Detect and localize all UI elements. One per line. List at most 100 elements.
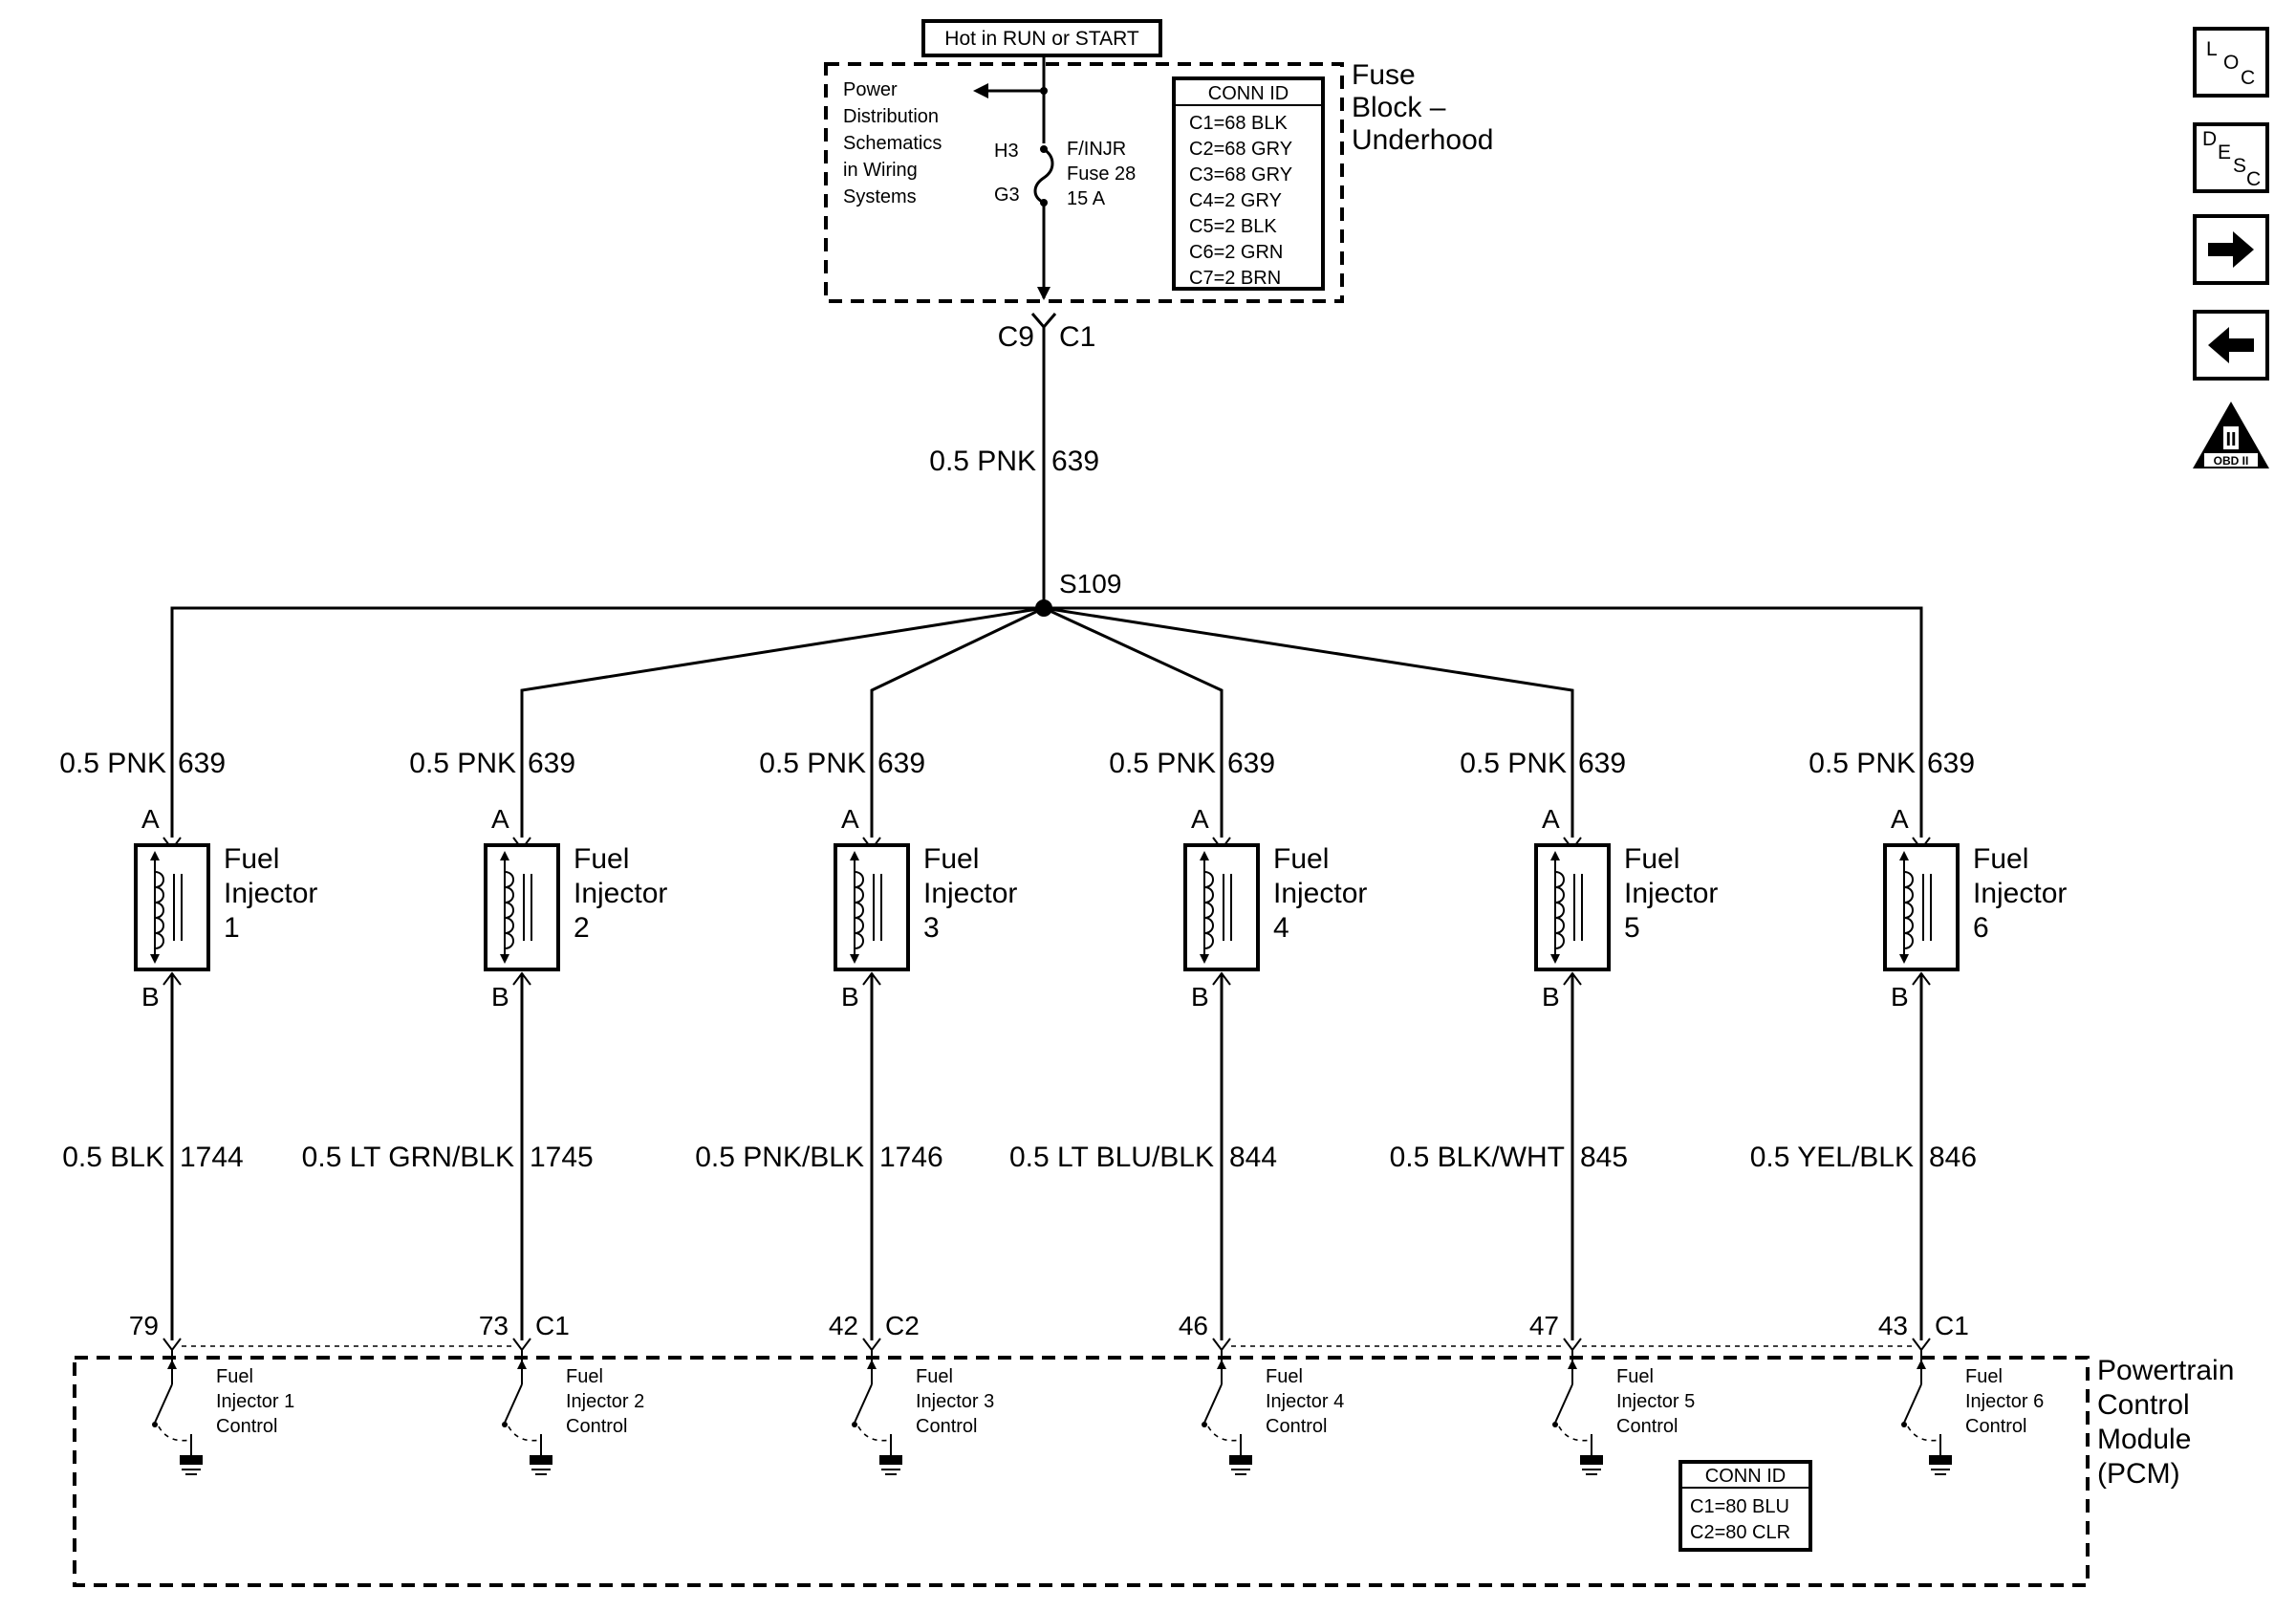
pin-b-label: B xyxy=(491,982,509,1012)
driver-switch-icon xyxy=(1554,1383,1573,1424)
power-ref-1: Power xyxy=(843,79,898,100)
fuel-injector-5 xyxy=(1534,843,1611,971)
pcm-control-label: Injector 1 xyxy=(216,1391,294,1412)
injector-name: Injector xyxy=(1273,878,1367,909)
coil-icon xyxy=(1554,871,1565,949)
connector-c9: C9 xyxy=(998,321,1034,353)
feed-wire xyxy=(170,606,1044,838)
driver-switch-icon xyxy=(1903,1383,1922,1424)
pcm-control-label: Control xyxy=(916,1416,977,1437)
fuse-block-title-3: Underhood xyxy=(1352,124,1493,156)
feed-wire-gauge: 0.5 PNK xyxy=(759,748,866,779)
injector-name: Injector xyxy=(1624,878,1718,909)
desc-button[interactable]: D E S C xyxy=(2193,122,2269,193)
coil-icon xyxy=(154,871,164,949)
pcm-control-label: Injector 6 xyxy=(1965,1391,2044,1412)
fuse-block-title-1: Fuse xyxy=(1352,59,1416,91)
injector-name: Fuel xyxy=(1624,843,1679,875)
fuse-terminal-h3: H3 xyxy=(994,141,1019,162)
pcm-control-label: Fuel xyxy=(1616,1366,1654,1387)
arrow-right-icon xyxy=(2208,231,2254,268)
feed-wire-gauge: 0.5 PNK xyxy=(1460,748,1567,779)
pcm-control-label: Fuel xyxy=(566,1366,603,1387)
pin-b-label: B xyxy=(141,982,160,1012)
injector-name: Injector xyxy=(574,878,667,909)
pcm-control-label: Injector 5 xyxy=(1616,1391,1695,1412)
pcm-conn-id-table: CONN ID C1=80 BLU C2=80 CLR xyxy=(1679,1460,1812,1552)
driver-switch-icon xyxy=(154,1383,173,1424)
pcm-conn-id-row: C2=80 CLR xyxy=(1690,1522,1790,1543)
pcm-connector: C2 xyxy=(885,1311,920,1340)
conn-id-row: C2=68 GRY xyxy=(1189,139,1292,160)
power-ref-3: Schematics xyxy=(843,133,942,154)
conn-id-row: C1=68 BLK xyxy=(1189,113,1289,134)
driver-switch-icon xyxy=(854,1383,873,1424)
pcm-control-label: Fuel xyxy=(1266,1366,1303,1387)
pcm-control-label: Control xyxy=(1616,1416,1678,1437)
conn-id-row: C6=2 GRN xyxy=(1189,242,1283,263)
desc-letter: D xyxy=(2202,128,2217,150)
return-wire-circuit: 1744 xyxy=(180,1142,244,1173)
loc-letter: C xyxy=(2241,67,2255,89)
feed-wire-gauge: 0.5 PNK xyxy=(59,748,166,779)
pin-b-label: B xyxy=(1191,982,1209,1012)
connector-c9-c1: C9 C1 xyxy=(998,313,1095,353)
injector-name: 5 xyxy=(1624,912,1640,944)
pcm-title-3: Module xyxy=(2097,1424,2191,1455)
pcm-pin-number: 47 xyxy=(1529,1311,1559,1340)
return-wire-circuit: 1745 xyxy=(530,1142,594,1173)
next-page-button[interactable] xyxy=(2193,214,2269,285)
arrow-left-icon xyxy=(2208,327,2254,363)
obd-ii-button[interactable]: II OBD II xyxy=(2193,402,2269,468)
fuse-label-1: F/INJR xyxy=(1067,139,1126,160)
conn-id-title: CONN ID xyxy=(1208,83,1289,104)
pin-a-label: A xyxy=(1542,804,1560,834)
pcm-control-label: Injector 3 xyxy=(916,1391,994,1412)
obd-label: OBD II xyxy=(2214,454,2249,468)
pin-b-label: B xyxy=(841,982,859,1012)
fuel-injector-2 xyxy=(484,843,560,971)
ground-icon xyxy=(879,1455,902,1465)
feed-wire-circuit: 639 xyxy=(1927,748,1975,779)
fuel-injector-4 xyxy=(1183,843,1260,971)
feed-wire xyxy=(1043,606,1224,838)
fuse-terminal-g3: G3 xyxy=(994,185,1020,206)
desc-letter: E xyxy=(2218,142,2231,163)
prev-page-button[interactable] xyxy=(2193,310,2269,381)
fuse-conn-id-table: CONN ID C1=68 BLK C2=68 GRY C3=68 GRY C4… xyxy=(1172,76,1325,291)
return-wire-circuit: 845 xyxy=(1580,1142,1628,1173)
injector-name: 6 xyxy=(1973,912,1989,944)
feed-wire xyxy=(870,606,1045,838)
coil-icon xyxy=(504,871,514,949)
feed-wire-circuit: 639 xyxy=(1578,748,1626,779)
injector-name: 3 xyxy=(923,912,940,944)
injector-name: 4 xyxy=(1273,912,1289,944)
conn-id-row: C4=2 GRY xyxy=(1189,190,1282,211)
pcm-control-label: Injector 2 xyxy=(566,1391,644,1412)
feed-wire-gauge: 0.5 PNK xyxy=(1109,748,1216,779)
fuse-block-title-2: Block – xyxy=(1352,92,1446,123)
coil-icon xyxy=(1203,871,1214,949)
splice-label: S109 xyxy=(1059,569,1121,599)
hot-label: Hot in RUN or START xyxy=(921,19,1162,57)
fuse-icon xyxy=(1033,147,1054,205)
power-ref-2: Distribution xyxy=(843,106,939,127)
pcm-pin-number: 73 xyxy=(479,1311,509,1340)
connector-c1: C1 xyxy=(1059,321,1095,353)
pcm-control-label: Control xyxy=(216,1416,277,1437)
feed-wire-circuit: 639 xyxy=(528,748,575,779)
feed-wire xyxy=(1043,606,1574,838)
pcm-connector: C1 xyxy=(535,1311,570,1340)
loc-button[interactable]: L O C xyxy=(2193,27,2269,98)
fuel-injector-3 xyxy=(834,843,910,971)
obd-numeral: II xyxy=(2225,429,2236,450)
injector-name: 1 xyxy=(224,912,240,944)
pcm-conn-id-row: C1=80 BLU xyxy=(1690,1496,1789,1517)
injector-name: Injector xyxy=(923,878,1017,909)
feed-wire-gauge: 0.5 PNK xyxy=(409,748,516,779)
pcm-pin-number: 79 xyxy=(129,1311,159,1340)
conn-id-row: C7=2 BRN xyxy=(1189,268,1281,289)
